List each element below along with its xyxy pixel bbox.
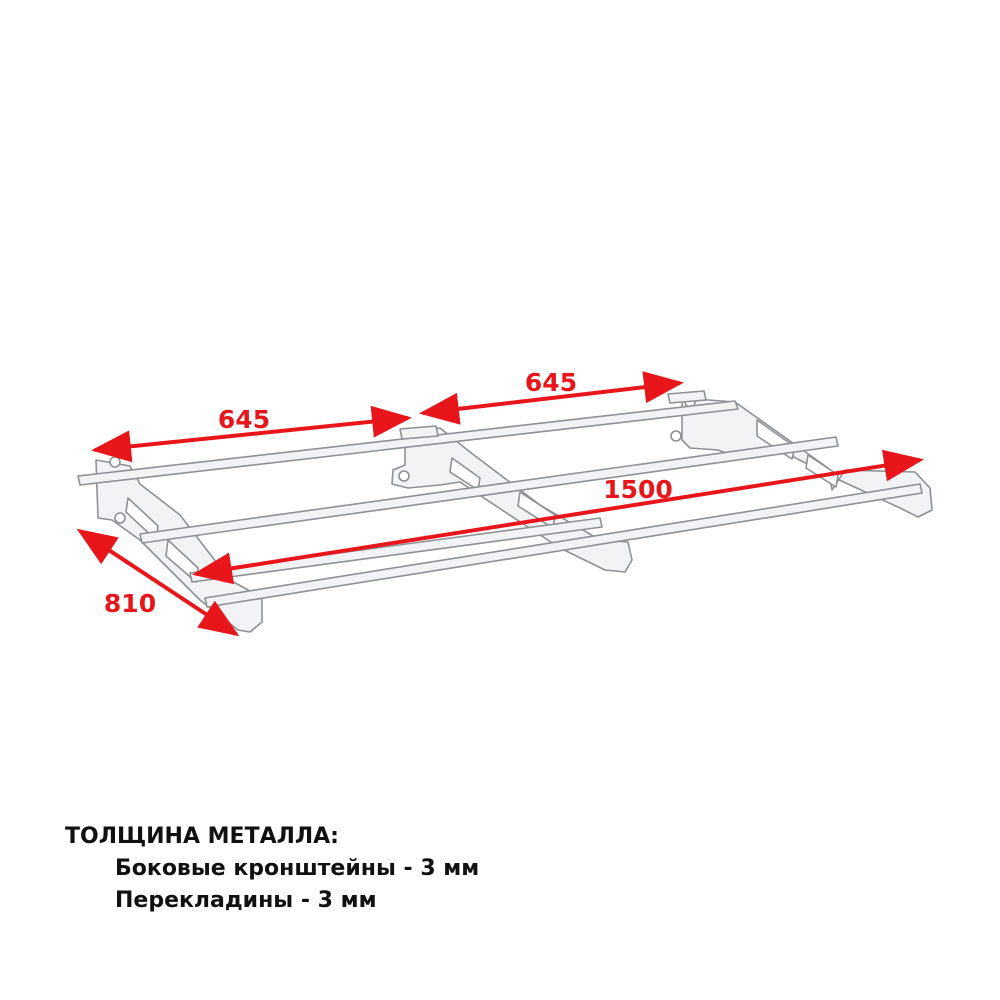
- dimension-lines: [76, 371, 924, 637]
- dimension-label-left-width: 645: [218, 405, 270, 434]
- spec-title: ТОЛЩИНА МЕТАЛЛА:: [65, 824, 339, 849]
- crossbar: [204, 483, 923, 608]
- spec-line-side-brackets: Боковые кронштейны - 3 мм: [115, 856, 480, 881]
- dimension-arrow-depth: [76, 528, 240, 637]
- mount-hole: [109, 456, 121, 468]
- mount-hole: [398, 470, 410, 482]
- roof-rack-frame: [77, 390, 933, 633]
- bracket-cap: [667, 390, 707, 404]
- mount-hole: [114, 512, 126, 524]
- dimension-label-length: 1500: [603, 475, 673, 504]
- mount-hole: [670, 430, 682, 442]
- dimension-label-depth: 810: [104, 589, 156, 618]
- bracket-back-cutout: [805, 454, 839, 488]
- dimension-arrow-length: [192, 449, 924, 585]
- dimension-arrow-left-width: [91, 405, 412, 463]
- dimension-label-right-width: 645: [525, 368, 577, 397]
- dimension-arrow-right-width: [419, 371, 684, 425]
- spec-line-crossbars: Перекладины - 3 мм: [115, 888, 377, 913]
- bracket-cap: [399, 425, 439, 440]
